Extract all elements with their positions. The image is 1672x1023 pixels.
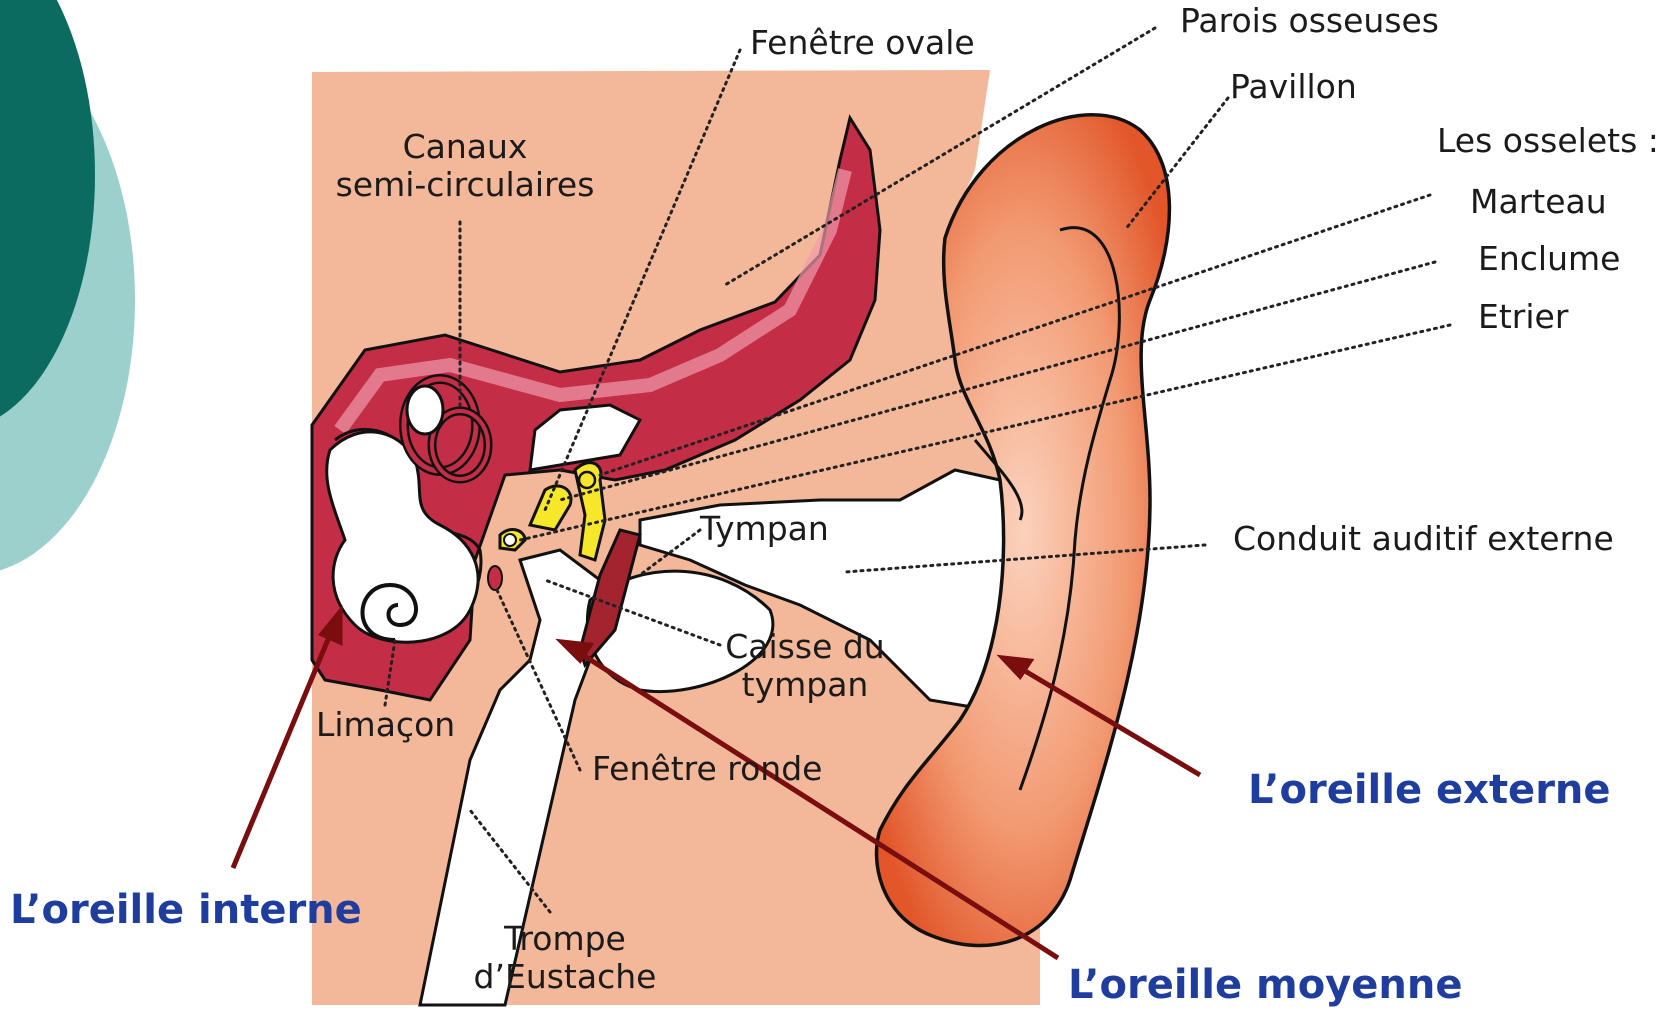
label-caisse-line2: tympan [710,666,900,704]
label-limacon: Limaçon [316,706,455,744]
label-tympan: Tympan [700,510,829,548]
round-window-mark [488,566,502,590]
label-caisse-line1: Caisse du [710,628,900,666]
label-fenetre-ronde: Fenêtre ronde [592,750,822,788]
label-trompe-line2: d’Eustache [450,958,680,996]
label-trompe-line1: Trompe [450,920,680,958]
label-parois-osseuses: Parois osseuses [1180,2,1439,40]
label-canaux-line2: semi-circulaires [330,166,600,204]
label-fenetre-ovale: Fenêtre ovale [750,24,975,62]
region-oreille-externe: L’oreille externe [1248,770,1611,810]
region-oreille-moyenne: L’oreille moyenne [1068,965,1462,1005]
label-marteau: Marteau [1470,183,1607,221]
label-les-osselets: Les osselets : [1437,122,1659,160]
label-enclume: Enclume [1478,240,1620,278]
region-oreille-interne: L’oreille interne [10,890,362,930]
label-canaux: Canaux semi-circulaires [330,128,600,204]
label-conduit: Conduit auditif externe [1233,520,1614,558]
label-caisse: Caisse du tympan [710,628,900,704]
label-trompe: Trompe d’Eustache [450,920,680,996]
label-canaux-line1: Canaux [330,128,600,166]
label-pavillon: Pavillon [1230,68,1357,106]
label-etrier: Etrier [1478,298,1568,336]
